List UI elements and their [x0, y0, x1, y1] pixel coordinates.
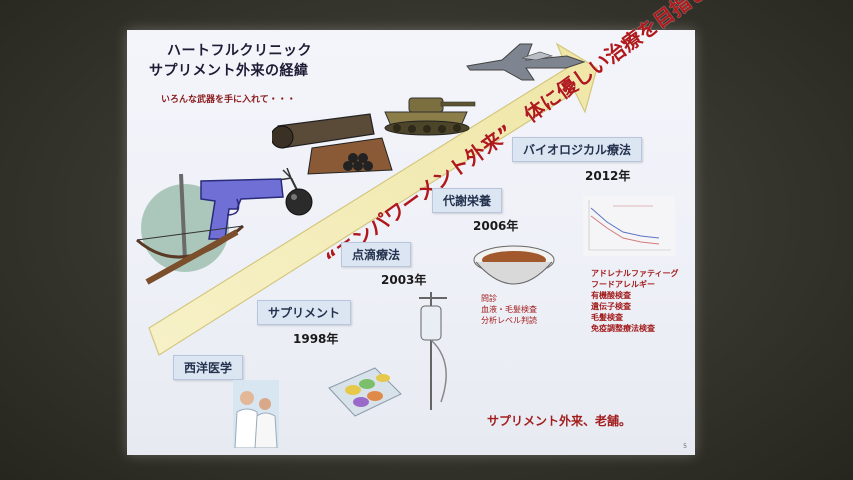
fighter-jet-icon — [466, 43, 586, 81]
doctors-photo — [233, 380, 279, 448]
pistol-icon — [200, 178, 284, 240]
tank-icon — [384, 97, 476, 136]
year-2003: 2003年 — [381, 273, 427, 287]
step-metabolic-nutrition: 代謝栄養 — [432, 188, 503, 213]
pills-icon — [328, 367, 402, 417]
slide-subtitle: いろんな武器を手に入れて・・・ — [161, 95, 296, 105]
exam-note: 血液・毛髪検査 — [481, 305, 537, 314]
tagline: サプリメント外来、老舗。 — [487, 414, 632, 428]
cannon-icon — [272, 113, 393, 175]
slide-title-line2: サプリメント外来の経緯 — [149, 63, 309, 79]
test-item: フードアレルギー — [591, 280, 655, 289]
step-biological-therapy: バイオロジカル療法 — [512, 137, 643, 162]
test-list: アドレナルファティーグ フードアレルギー 有機酸検査 遺伝子検査 毛髪検査 免疫… — [591, 268, 679, 334]
exam-note: 分析レベル判読 — [481, 316, 537, 325]
test-item: 免疫調整療法検査 — [591, 324, 655, 333]
food-bowl-icon — [473, 245, 555, 285]
year-2012: 2012年 — [585, 169, 631, 183]
year-2006: 2006年 — [473, 219, 519, 233]
exam-note: 問診 — [481, 294, 497, 303]
step-iv-therapy: 点滴療法 — [341, 242, 412, 267]
step-supplements: サプリメント — [257, 300, 352, 325]
crossbow-icon — [136, 173, 245, 285]
test-item: 遺伝子検査 — [591, 302, 631, 311]
page-number: 5 — [683, 443, 687, 450]
iv-drip-icon — [419, 292, 447, 410]
step-western-medicine: 西洋医学 — [173, 355, 244, 380]
test-item: 毛髪検査 — [591, 313, 623, 322]
test-item: アドレナルファティーグ — [591, 269, 679, 278]
mini-chart-icon — [583, 196, 675, 256]
presentation-slide: ハートフルクリニック サプリメント外来の経緯 いろんな武器を手に入れて・・・ “… — [127, 0, 727, 455]
bomb-icon — [278, 168, 313, 216]
exam-notes: 問診 血液・毛髪検査 分析レベル判読 — [481, 293, 537, 326]
test-item: 有機酸検査 — [591, 291, 631, 300]
year-1998: 1998年 — [293, 332, 339, 346]
slide-title-line1: ハートフルクリニック — [167, 43, 312, 59]
